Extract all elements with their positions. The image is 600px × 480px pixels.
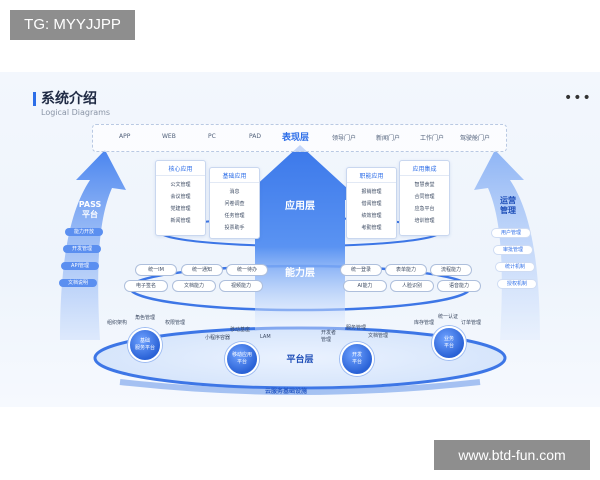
title-accent [33, 92, 36, 106]
ops-item: 审批管理 [493, 245, 533, 255]
platform-layer-label: 平台层 [286, 355, 314, 365]
presentation-row [92, 124, 507, 152]
platform-circle-dev: 开发 平台 [340, 342, 374, 376]
app-box-item: 应急平台 [414, 206, 435, 212]
app-box-item: 报销管理 [361, 189, 382, 195]
capability-pill: 统一待办 [226, 264, 268, 276]
capability-pill: AI能力 [343, 280, 387, 292]
platform-label: 权限管理 [165, 320, 186, 326]
platform-label: 库存管理 [414, 320, 435, 326]
page-title: 系统介绍 [41, 91, 97, 107]
platform-label: 服务管理 [346, 325, 367, 331]
capability-pill: 电子签名 [124, 280, 168, 292]
page-subtitle: Logical Diagrams [41, 108, 111, 117]
app-box-item: 合同管理 [414, 194, 435, 200]
capability-pill: 流程能力 [430, 264, 472, 276]
platform-label: 移动基座 [230, 327, 251, 333]
platform-label: 小程序容器 [205, 335, 231, 341]
pass-title: PASS 平台 [78, 200, 102, 219]
app-box-title: 职能应用 [347, 171, 396, 183]
platform-label: 开发者 管理 [321, 330, 337, 343]
app-box-integration: 应用集成 智慧食堂 合同管理 应急平台 培训管理 [399, 160, 450, 236]
capability-pill: 文档能力 [172, 280, 216, 292]
capability-pill: 语音能力 [437, 280, 481, 292]
presentation-layer-label: 表现层 [282, 133, 310, 143]
pass-item: API管理 [61, 262, 99, 270]
platform-circle-basic: 基础 服务平台 [128, 328, 162, 362]
capability-pill: 统一通知 [181, 264, 223, 276]
capability-pill: 统一IM [135, 264, 177, 276]
infra-band [119, 379, 481, 395]
platform-label: 统一认证 [438, 314, 459, 320]
ops-item: 用户管理 [491, 228, 531, 238]
platform-label: LAM [260, 334, 271, 340]
presentation-item: PC [208, 133, 216, 140]
app-box-item: 考勤管理 [361, 225, 382, 231]
telegram-tag: TG: MYYJJPP [10, 10, 135, 40]
pass-item: 开发管理 [63, 245, 101, 253]
platform-circle-mobile: 移动应用 平台 [225, 342, 259, 376]
ops-item: 统计机制 [495, 262, 535, 272]
capability-pill: 视频能力 [219, 280, 263, 292]
infra-label: 云服务基础设施 [265, 388, 308, 395]
presentation-item: WEB [162, 133, 176, 140]
capability-pill: 统一登录 [340, 264, 382, 276]
center-arrow [240, 145, 360, 330]
app-box-title: 应用集成 [400, 164, 449, 176]
app-box-item: 党建管理 [170, 206, 191, 212]
ops-title: 运营 管理 [500, 196, 516, 215]
app-box-item: 问卷调查 [224, 201, 245, 207]
app-box-item: 借阅管理 [361, 201, 382, 207]
capability-pill: 人脸识别 [390, 280, 434, 292]
pass-item: 文档说明 [59, 279, 97, 287]
platform-label: 组织架构 [107, 320, 128, 326]
app-box-title: 核心应用 [156, 164, 205, 176]
app-box-item: 公文管理 [170, 182, 191, 188]
presentation-item: 领导门户 [332, 135, 357, 142]
platform-label: 角色管理 [135, 315, 156, 321]
app-box-item: 新闻管理 [170, 218, 191, 224]
app-box-basic: 基础应用 消息 问卷调查 任务管理 投票助手 [209, 167, 260, 239]
pass-item: 能力开放 [65, 228, 103, 236]
capability-layer-label: 能力层 [285, 268, 315, 279]
watermark: www.btd-fun.com [434, 440, 590, 470]
presentation-item: APP [119, 133, 131, 140]
application-layer-label: 应用层 [285, 201, 315, 212]
app-box-item: 绩效管理 [361, 213, 382, 219]
app-box-core: 核心应用 公文管理 会议管理 党建管理 新闻管理 [155, 160, 206, 236]
platform-label: 订单管理 [461, 320, 482, 326]
presentation-item: 工作门户 [420, 135, 445, 142]
platform-circle-business: 业务 平台 [432, 326, 466, 360]
more-icon[interactable]: ••• [564, 90, 592, 106]
app-box-title: 基础应用 [210, 171, 259, 183]
app-box-item: 培训管理 [414, 218, 435, 224]
presentation-item: PAD [249, 133, 261, 140]
app-box-item: 投票助手 [224, 225, 245, 231]
presentation-item: 驾驶舱门户 [460, 135, 491, 142]
app-box-item: 任务管理 [224, 213, 245, 219]
app-box-item: 消息 [229, 189, 240, 195]
app-box-functional: 职能应用 报销管理 借阅管理 绩效管理 考勤管理 [346, 167, 397, 239]
app-box-item: 会议管理 [170, 194, 191, 200]
app-box-item: 智慧食堂 [414, 182, 435, 188]
presentation-item: 新闻门户 [376, 135, 401, 142]
platform-label: 文档管理 [368, 333, 389, 339]
capability-pill: 表单能力 [385, 264, 427, 276]
ops-item: 授权机制 [497, 279, 537, 289]
